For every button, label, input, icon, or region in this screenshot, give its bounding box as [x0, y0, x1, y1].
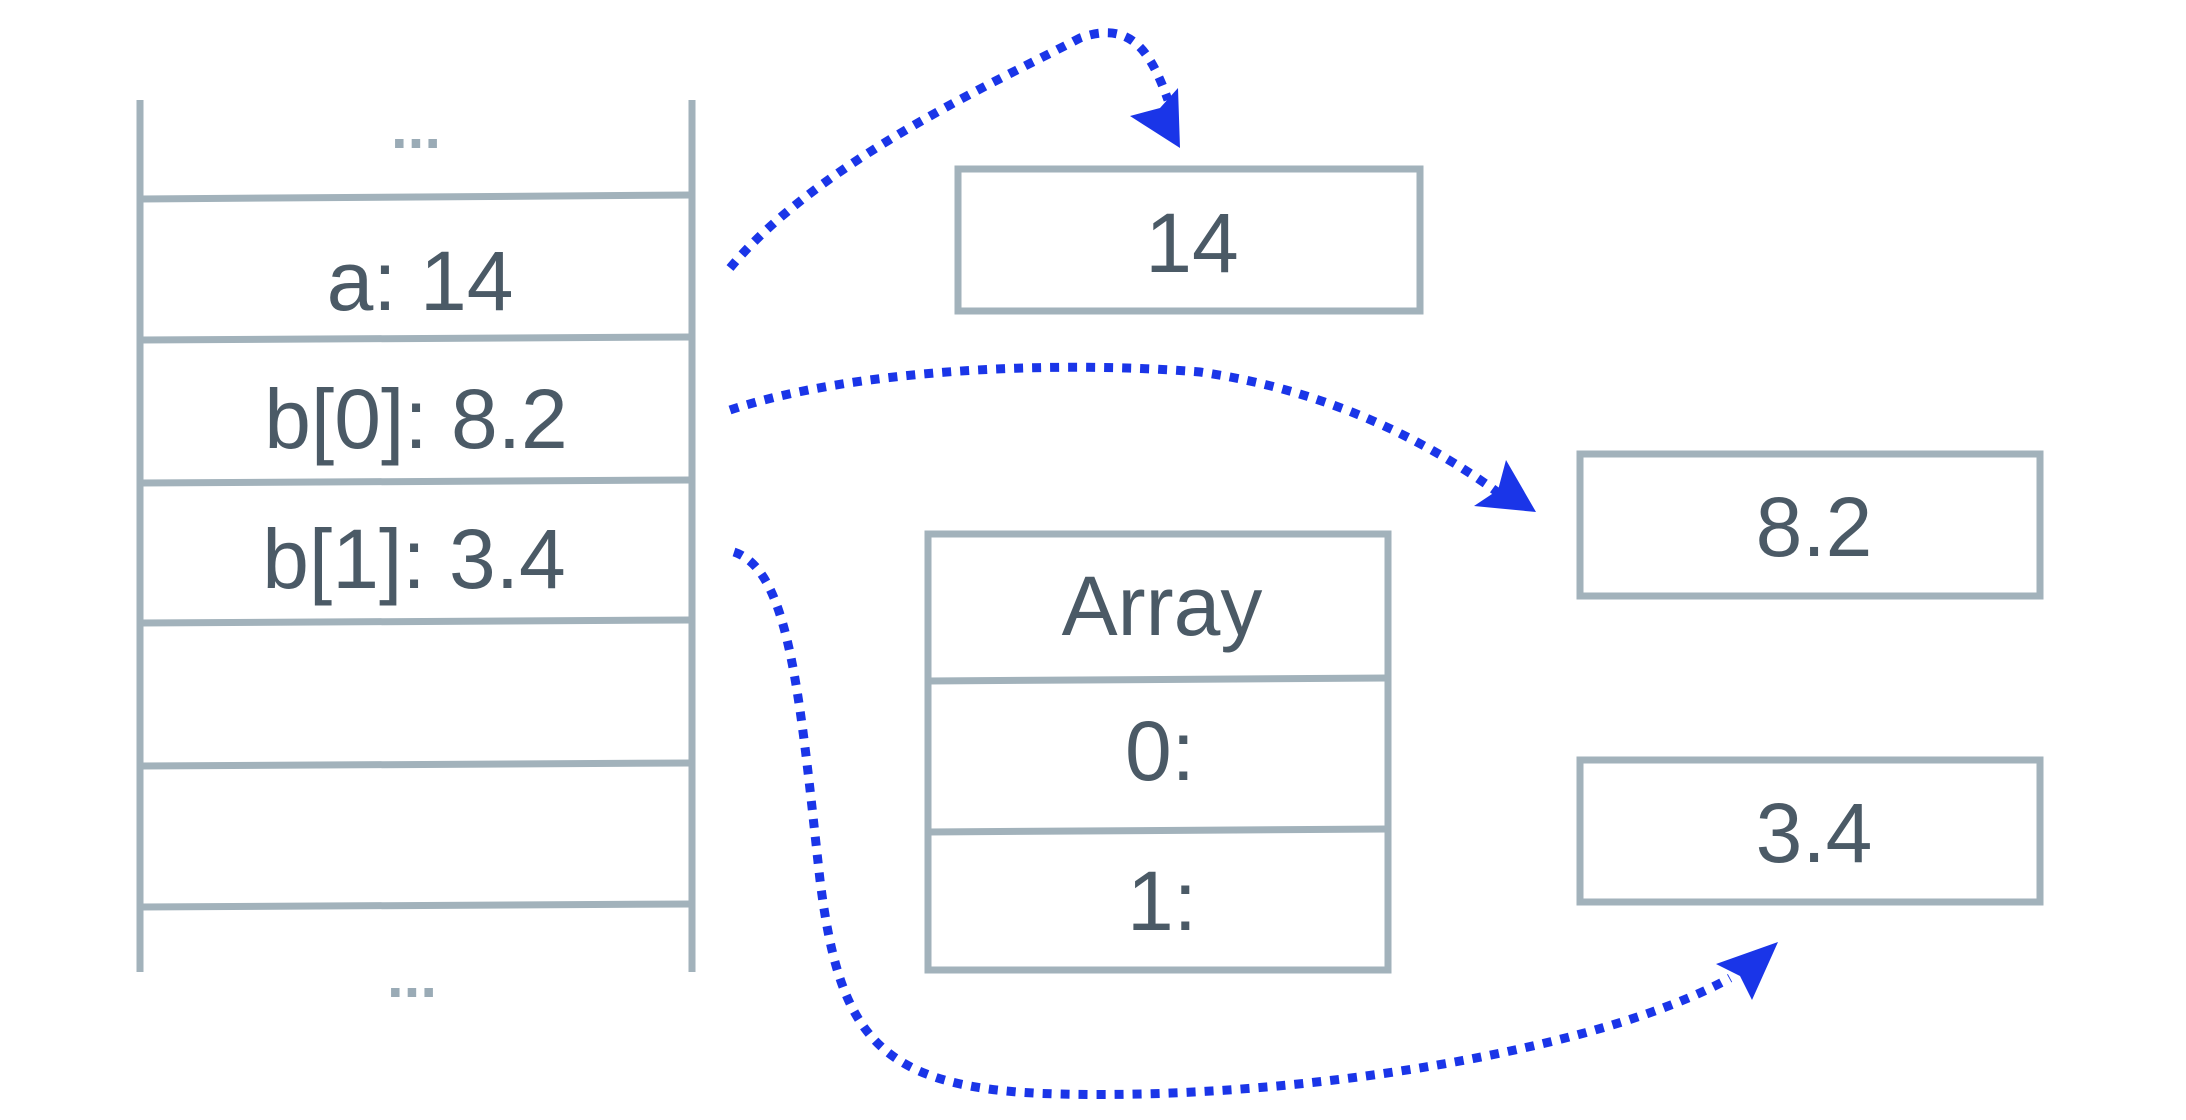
array-title: Array: [1062, 559, 1263, 653]
heap-box-b1-value: 3.4: [1756, 786, 1873, 880]
arrow-b1-to-3.4: [732, 547, 1778, 1099]
stack-divider: [139, 476, 693, 487]
stack-frame: ... ... a: 14 b[0]: 8.2 b[1]: 3.4: [136, 94, 696, 1010]
arrow-b1-line: [732, 547, 1733, 1099]
stack-top-ellipsis: ...: [391, 94, 441, 161]
arrow-head-icon: [1130, 88, 1180, 148]
arrow-head-icon: [1474, 460, 1536, 512]
heap-box-b0-border: [1576, 450, 2044, 600]
stack-cell-b0: b[0]: 8.2: [264, 372, 568, 466]
stack-cell-a: a: 14: [327, 234, 514, 328]
heap-box-b0: 8.2: [1576, 450, 2044, 600]
stack-divider: [139, 900, 693, 911]
heap-box-b1-border: [1576, 756, 2044, 906]
arrow-a-to-14: [726, 28, 1180, 271]
stack-divider: [139, 191, 693, 203]
stack-bottom-ellipsis: ...: [387, 943, 437, 1010]
heap-box-a-border: [954, 165, 1424, 315]
array-border: [924, 530, 1392, 974]
heap-box-a: 14: [954, 165, 1424, 315]
arrow-b0-line: [728, 362, 1503, 498]
array-object: Array 0: 1:: [924, 530, 1392, 974]
stack-cell-b1: b[1]: 3.4: [262, 512, 566, 606]
array-row-0: 0:: [1125, 704, 1195, 798]
heap-box-a-value: 14: [1145, 196, 1238, 290]
stack-divider: [139, 759, 693, 770]
heap-box-b0-value: 8.2: [1756, 480, 1873, 574]
heap-box-b1: 3.4: [1576, 756, 2044, 906]
stack-divider: [139, 333, 693, 344]
arrow-a-line: [726, 28, 1173, 271]
stack-divider: [139, 616, 693, 627]
array-divider: [927, 825, 1389, 836]
array-row-1: 1:: [1127, 854, 1197, 948]
arrow-head-icon: [1716, 942, 1778, 1000]
array-divider: [927, 674, 1389, 685]
arrow-b0-to-8.2: [728, 362, 1536, 512]
